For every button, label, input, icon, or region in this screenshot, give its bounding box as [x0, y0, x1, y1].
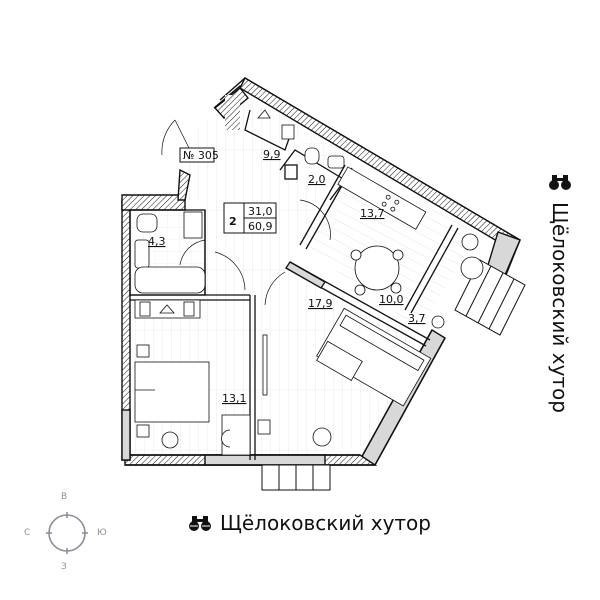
room-area-balcony: 3,7 — [408, 312, 426, 325]
compass-north: С — [24, 528, 31, 538]
view-label-bottom: Щёлоковский хутор — [188, 508, 431, 538]
rooms-count: 2 — [229, 215, 237, 228]
room-area-hall: 9,9 — [263, 148, 281, 161]
room-area-wc: 2,0 — [308, 173, 326, 186]
furniture — [134, 109, 484, 456]
room-area-bathroom: 4,3 — [148, 235, 166, 248]
apartment-number: № 305 — [183, 149, 219, 162]
compass-west: З — [61, 562, 67, 572]
compass: В С Ю З — [20, 490, 120, 580]
compass-south: Ю — [97, 528, 107, 538]
compass-ring-icon — [46, 512, 88, 554]
plant-icon — [161, 431, 179, 449]
toilet-icon — [304, 147, 320, 165]
plant-icon — [312, 427, 332, 447]
room-labels: № 305 9,9 2,0 4,3 13,7 17,9 10,0 3,7 13,… — [148, 147, 426, 405]
room-area-kitchen: 13,7 — [360, 207, 385, 220]
binoculars-icon — [189, 516, 211, 531]
bed-icon — [134, 361, 210, 423]
total-area: 60,9 — [248, 220, 273, 233]
room-area-living-room: 17,9 — [308, 297, 333, 310]
plant-icon — [431, 315, 445, 329]
room-area-bedroom: 13,1 — [222, 392, 247, 405]
sofa-icon — [316, 307, 432, 407]
table-icon — [354, 245, 400, 291]
view-label-side: Щёлоковский хутор — [548, 170, 572, 413]
room-area-dining: 10,0 — [379, 293, 404, 306]
area-summary: 2 31,0 60,9 — [223, 202, 277, 234]
living-area: 31,0 — [248, 205, 273, 218]
toilet-icon — [136, 213, 158, 233]
view-label-side-text: Щёлоковский хутор — [548, 202, 572, 413]
doors — [161, 119, 331, 306]
bathtub-icon — [134, 266, 206, 294]
view-label-text: Щёлоковский хутор — [220, 511, 431, 535]
sink-icon — [327, 155, 345, 169]
compass-east: В — [61, 492, 68, 502]
sink-icon — [134, 239, 150, 269]
binoculars-icon — [549, 175, 571, 190]
